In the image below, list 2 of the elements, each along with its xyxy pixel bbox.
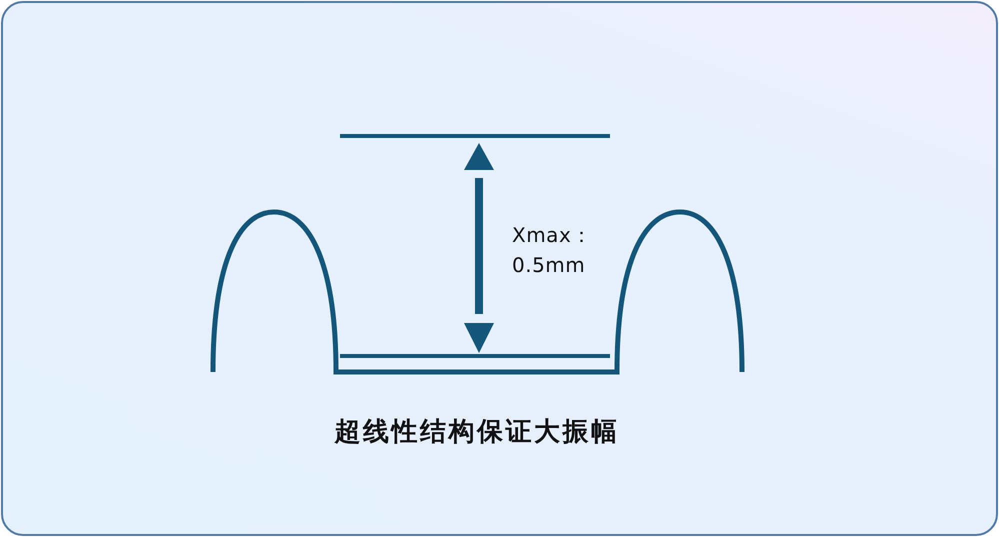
dimension-label: Xmax： 0.5mm (512, 222, 593, 279)
caption: 超线性结构保证大振幅 (334, 416, 620, 449)
